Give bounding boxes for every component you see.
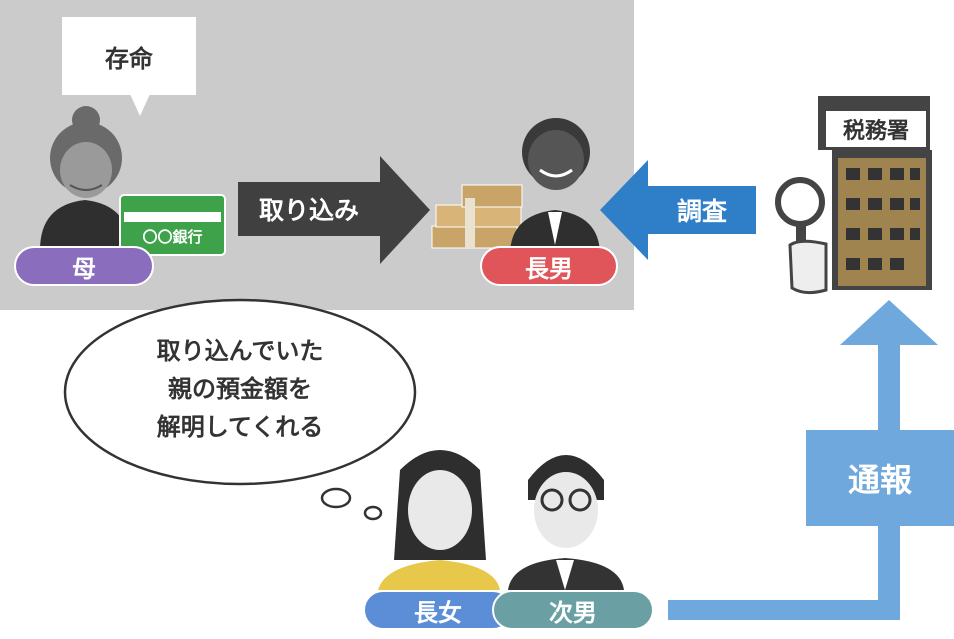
magnifier-icon <box>775 177 828 295</box>
bankbook-text: 〇〇銀行 <box>142 228 203 246</box>
eldest-son-figure <box>510 118 600 255</box>
mother-figure <box>40 106 130 250</box>
speech-bubble <box>62 17 196 95</box>
report-arrow <box>668 300 954 620</box>
mother-label: 母 <box>14 246 154 286</box>
thought-bubble <box>63 298 417 521</box>
speech-bubble-tail <box>130 94 150 116</box>
eldest-daughter-figure <box>378 450 500 590</box>
speech-bubble-text: 存命 <box>105 44 153 73</box>
thought-bubble-text: 取り込んでいた 親の預金額を 解明してくれる <box>110 332 370 446</box>
eldest-son-label: 長男 <box>480 246 618 286</box>
second-son-label: 次男 <box>492 590 654 630</box>
tax-office-building <box>818 96 932 290</box>
investigation-arrow-label: 調査 <box>676 197 727 226</box>
money-stack-icon <box>431 184 523 249</box>
investigation-arrow <box>600 160 756 260</box>
second-son-figure <box>508 455 624 590</box>
report-arrow-label: 通報 <box>847 461 912 499</box>
transfer-arrow-label: 取り込み <box>258 196 359 225</box>
thought-line-1: 取り込んでいた <box>156 337 324 365</box>
bankbook-icon <box>119 194 226 256</box>
thought-line-2: 親の預金額を <box>168 375 312 403</box>
thought-line-3: 解明してくれる <box>156 413 324 441</box>
transfer-arrow <box>238 156 430 264</box>
eldest-daughter-label: 長女 <box>363 590 513 630</box>
tax-office-sign: 税務署 <box>842 119 909 144</box>
